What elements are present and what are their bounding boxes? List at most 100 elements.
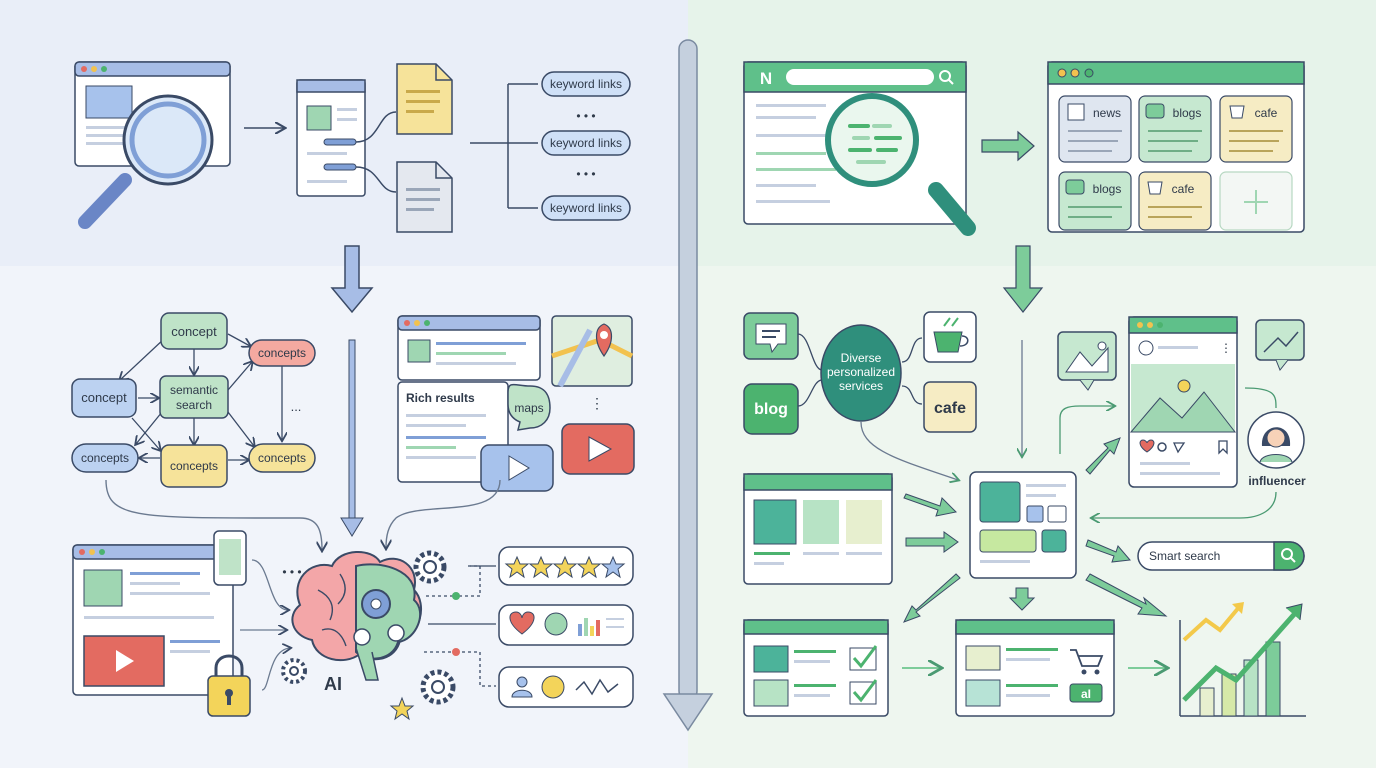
red-play-icon[interactable] (561, 423, 635, 475)
ai-badge: aI (1081, 687, 1091, 701)
hub-arrows (902, 437, 1168, 623)
semantic-label-2: search (176, 398, 212, 412)
blue-play-icon[interactable] (480, 444, 554, 492)
cart-icon[interactable] (1070, 649, 1104, 667)
concepts-right-label: concepts (258, 451, 306, 465)
arrow-to-tiles (981, 130, 1035, 162)
green-magnifier-icon (825, 93, 976, 236)
post-menu-icon[interactable]: ⋮ (1220, 341, 1232, 355)
dots-3: • • • (282, 565, 301, 579)
yellow-document-icon (396, 63, 453, 135)
semantic-search-node[interactable]: semantic search (159, 375, 229, 419)
diverse-label-1: Diverse (841, 351, 882, 365)
rich-to-ai-connector (386, 479, 501, 548)
keyword-link-2[interactable]: keyword links (541, 130, 631, 156)
connector-l3 (261, 648, 290, 691)
shopping-window: aI (955, 619, 1115, 717)
concept-graph-edges (120, 333, 282, 460)
star-icon (389, 696, 415, 721)
post-to-influencer-connector (1244, 387, 1277, 409)
ai-outputs-connectors (424, 565, 496, 687)
concepts-mid-label: concepts (170, 459, 218, 473)
connector-doc-2 (355, 166, 397, 193)
magnifier-icon (78, 94, 214, 229)
left-service-connectors (797, 333, 823, 407)
diverse-label-3: services (839, 379, 883, 393)
concept-node-top[interactable]: concept (160, 312, 228, 350)
tile-cafe-2[interactable]: cafe (1138, 171, 1212, 231)
connector-dot-1 (452, 592, 460, 600)
cafe-tile[interactable]: cafe (923, 381, 977, 433)
map-pin-icon (551, 315, 634, 388)
concept-ellipsis: ... (291, 399, 302, 414)
influencer-label: influencer (1248, 474, 1306, 488)
ai-brain-icon (291, 550, 423, 681)
concepts-red-label: concepts (258, 346, 306, 360)
concept-node-left[interactable]: concept (71, 378, 137, 418)
concepts-node-left[interactable]: concepts (71, 443, 139, 473)
rating-card[interactable] (498, 546, 634, 586)
add-tile-button[interactable] (1219, 171, 1293, 231)
comment-icon (743, 312, 799, 360)
image-icon (1057, 331, 1117, 391)
keyword-connector (470, 83, 538, 209)
gear-icon (413, 550, 447, 584)
gear-icon-2 (281, 658, 307, 684)
semantic-label-1: semantic (170, 383, 218, 397)
concept-left-label: concept (81, 390, 127, 405)
connector-dot-2 (452, 648, 460, 656)
tile-cafe-2-label: cafe (1172, 182, 1195, 196)
concepts-node-right[interactable]: concepts (248, 443, 316, 473)
blog-bubble-label: blog (754, 401, 788, 418)
lock-icon (207, 654, 251, 717)
influencer-avatar[interactable] (1247, 411, 1305, 469)
maps-label: maps (514, 401, 543, 415)
thin-down-arrow (340, 339, 364, 537)
profile-card[interactable] (498, 666, 634, 708)
down-arrow-left (330, 245, 374, 314)
diverse-services-node[interactable]: Diverse personalized services (820, 324, 902, 422)
tile-news[interactable]: news (1058, 95, 1132, 163)
keyword-link-label-3: keyword links (550, 201, 622, 215)
rich-results-window (397, 315, 541, 381)
concepts-node-mid[interactable]: concepts (160, 444, 228, 488)
video-icon[interactable] (83, 635, 165, 687)
concept-top-label: concept (171, 324, 217, 339)
tile-news-label: news (1093, 106, 1121, 120)
right-service-connectors (901, 337, 923, 405)
dots-1: • • • (576, 109, 595, 123)
checklist-window (743, 619, 889, 717)
tile-blogs-2[interactable]: blogs (1058, 171, 1132, 231)
smart-search-label: Smart search (1149, 549, 1220, 563)
tile-cafe-1-label: cafe (1255, 106, 1278, 120)
influencer-to-hub-connector (1092, 491, 1277, 518)
down-arrow-right (1002, 245, 1044, 313)
browser-search-window (74, 61, 231, 167)
trend-chart-icon (1255, 319, 1305, 371)
maps-bubble[interactable]: maps (507, 383, 551, 431)
phone-icon (213, 530, 247, 586)
growth-chart-icon (1179, 602, 1306, 717)
search-icon[interactable] (1281, 548, 1293, 560)
vertical-dots: ⋮ (590, 395, 604, 411)
cafe-tile-label: cafe (934, 400, 966, 417)
blog-bubble[interactable]: blog (743, 383, 799, 435)
keyword-link-3[interactable]: keyword links (541, 195, 631, 221)
tile-blogs-1-label: blogs (1173, 106, 1202, 120)
engagement-card[interactable] (498, 604, 634, 646)
tile-blogs-1[interactable]: blogs (1138, 95, 1212, 163)
connector-doc-1 (355, 111, 397, 143)
concepts-left-label: concepts (81, 451, 129, 465)
keyword-link-1[interactable]: keyword links (541, 71, 631, 97)
concepts-node-red[interactable]: concepts (248, 339, 316, 367)
tile-cafe-1[interactable]: cafe (1219, 95, 1293, 163)
diverse-to-hub-connector (860, 421, 958, 480)
ai-label: AI (324, 674, 342, 694)
keyword-link-label-2: keyword links (550, 136, 622, 150)
social-post-card: ⋮ (1128, 316, 1238, 488)
coffee-cup-icon (923, 311, 977, 363)
content-list-window (743, 473, 893, 585)
smart-search-box[interactable]: Smart search (1137, 541, 1305, 571)
central-timeline-arrow (662, 39, 714, 732)
